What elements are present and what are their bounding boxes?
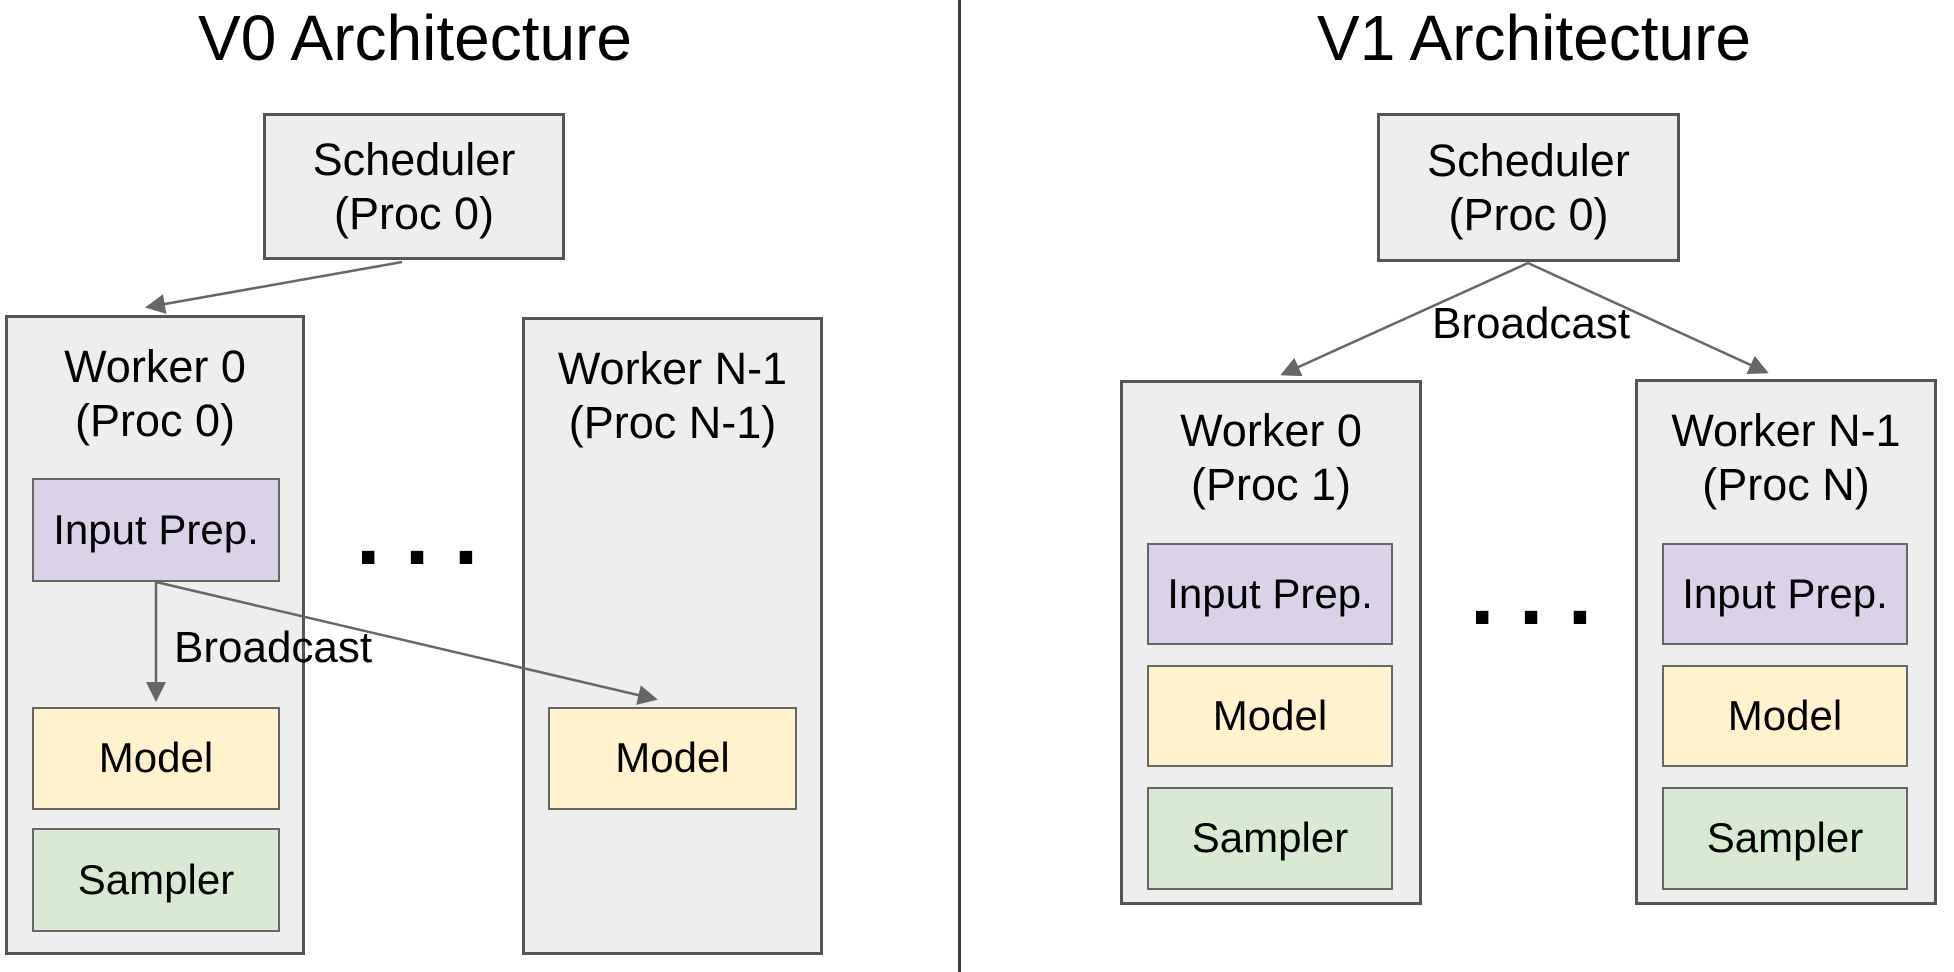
v1-worker-n1-input-prep-label: Input Prep. (1682, 569, 1888, 617)
v0-scheduler-box: Scheduler (Proc 0) (263, 113, 565, 260)
v0-worker0-model-box: Model (32, 707, 280, 810)
v1-worker0-sampler-box: Sampler (1147, 787, 1393, 890)
v1-worker0-proc: (Proc 1) (1190, 459, 1352, 510)
v0-worker0-input-prep-label: Input Prep. (53, 505, 259, 553)
v0-title: V0 Architecture (198, 2, 632, 74)
v1-worker0-title: Worker 0 (Proc 1) (1120, 404, 1422, 512)
v0-scheduler-name: Scheduler (312, 134, 516, 186)
v1-worker-n1-model-label: Model (1727, 691, 1843, 739)
v0-worker-n1-name: Worker N-1 (557, 343, 788, 394)
v1-worker0-sampler-label: Sampler (1191, 814, 1349, 862)
v1-broadcast-label: Broadcast (1432, 299, 1631, 348)
v1-worker0-input-prep-box: Input Prep. (1147, 543, 1393, 645)
v0-worker0-name: Worker 0 (64, 341, 246, 392)
v0-worker0-model-label: Model (98, 734, 214, 782)
v0-worker0-proc: (Proc 0) (74, 395, 236, 446)
v1-worker0-model-label: Model (1212, 691, 1328, 739)
v1-scheduler-proc: (Proc 0) (1448, 188, 1609, 240)
v1-title: V1 Architecture (1317, 2, 1751, 74)
v1-worker-n1-title: Worker N-1 (Proc N) (1635, 404, 1937, 512)
v1-scheduler-box: Scheduler (Proc 0) (1377, 113, 1680, 262)
v1-worker-n1-name: Worker N-1 (1671, 405, 1901, 456)
vertical-divider (958, 0, 961, 972)
v0-scheduler-to-worker0-arrow (145, 260, 403, 314)
v1-worker-n1-model-box: Model (1662, 665, 1908, 767)
v0-worker0-input-prep-box: Input Prep. (32, 478, 280, 582)
v0-broadcast-label: Broadcast (174, 623, 373, 672)
v0-scheduler-proc: (Proc 0) (333, 187, 495, 239)
v0-worker-n1-model-label: Model (615, 734, 730, 782)
v1-worker0-input-prep-label: Input Prep. (1167, 569, 1373, 617)
v1-worker-n1-input-prep-box: Input Prep. (1662, 543, 1908, 645)
v1-scheduler-name: Scheduler (1427, 135, 1630, 187)
v1-worker-n1-proc: (Proc N) (1702, 459, 1870, 510)
v1-worker0-model-box: Model (1147, 665, 1393, 767)
v0-worker0-sampler-box: Sampler (32, 828, 280, 932)
v0-worker-n1-title: Worker N-1 (Proc N-1) (522, 342, 823, 450)
v0-worker0-title: Worker 0 (Proc 0) (5, 340, 305, 448)
v0-worker-n1-proc: (Proc N-1) (568, 397, 777, 448)
v0-worker0-sampler-label: Sampler (77, 855, 235, 903)
v1-worker-n1-sampler-label: Sampler (1706, 814, 1864, 862)
v1-worker-n1-sampler-box: Sampler (1662, 787, 1908, 890)
v1-worker0-name: Worker 0 (1180, 405, 1362, 456)
v0-worker-n1-model-box: Model (548, 707, 797, 810)
v0-ellipsis-dots: . . . (356, 484, 479, 583)
v1-ellipsis-dots: . . . (1470, 544, 1593, 643)
